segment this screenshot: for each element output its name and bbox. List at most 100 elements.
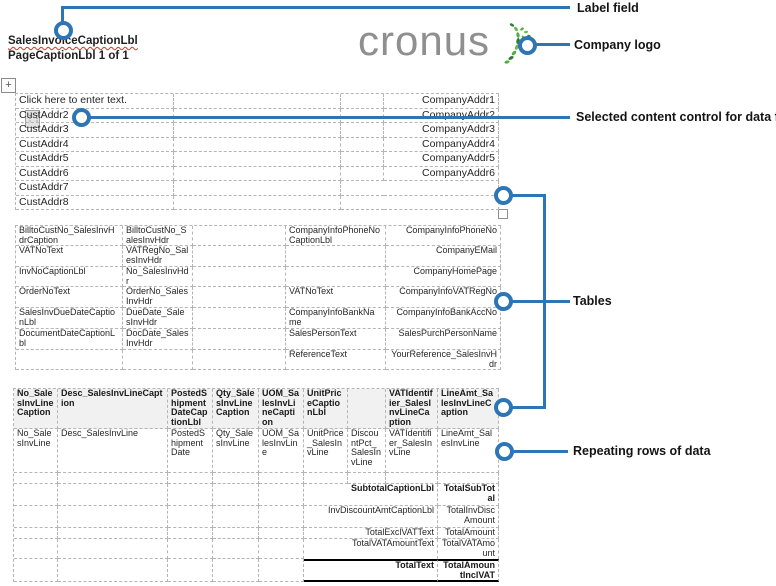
field-cell[interactable] [58,559,168,582]
field-cell[interactable] [174,152,341,167]
sales-invoice-caption-label[interactable]: SalesInvoiceCaptionLbl [8,35,138,47]
column-header-cell[interactable]: PostedShipmentDateCaptionLbl [168,389,213,429]
field-cell[interactable] [341,181,384,196]
field-cell[interactable]: CompanyHomePage [386,267,501,287]
table-move-handle-icon[interactable]: + [1,78,16,93]
field-cell[interactable] [341,108,384,123]
content-control-drag-handle-icon[interactable]: ⋮⋮ [25,110,41,128]
field-cell[interactable]: CompanyInfoBankName [286,308,386,329]
field-cell[interactable] [168,506,213,528]
field-cell[interactable] [14,528,58,539]
column-header-cell[interactable]: UnitPriceCaptionLbl [304,389,348,429]
field-cell[interactable]: CustAddr7 [16,181,174,196]
field-cell[interactable]: CompanyAddr6 [384,166,499,181]
field-cell[interactable] [14,506,58,528]
field-cell[interactable]: CompanyAddr1 [384,94,499,109]
table-resize-handle[interactable] [498,209,508,219]
field-cell[interactable]: CompanyEMail [386,246,501,267]
total-value-cell[interactable]: TotalSubTotal [438,484,499,506]
field-cell[interactable] [341,196,384,210]
total-caption-cell[interactable]: TotalVATAmountText [304,539,438,559]
field-cell[interactable]: CompanyInfoVATRegNo [386,287,501,308]
total-caption-cell[interactable]: TotalExclVATText [304,528,438,539]
field-cell[interactable]: CustAddr8 [16,195,174,210]
field-cell[interactable]: LineAmt_SalesInvLine [438,429,499,473]
field-cell[interactable] [58,484,168,506]
field-cell[interactable] [193,246,286,267]
field-cell[interactable] [213,559,259,582]
field-cell[interactable]: UnitPrice_SalesInvLine [304,429,348,473]
field-cell[interactable]: CompanyAddr3 [384,123,499,138]
field-cell[interactable] [193,350,286,370]
field-cell[interactable] [174,181,341,196]
total-caption-cell[interactable]: TotalText [304,559,438,582]
field-cell[interactable]: CompanyAddr4 [384,137,499,152]
field-cell[interactable] [123,350,193,370]
field-cell[interactable]: OrderNoText [16,287,123,308]
field-cell[interactable]: ReferenceText [286,350,386,370]
field-cell[interactable] [193,308,286,329]
total-value-cell[interactable]: TotalInvDiscAmount [438,506,499,528]
field-cell[interactable] [174,123,341,138]
field-cell[interactable] [386,473,438,484]
field-cell[interactable]: VATNoText [16,246,123,267]
field-cell[interactable] [213,473,259,484]
field-cell[interactable]: VATIdentifier_SalesInvLine [386,429,438,473]
field-cell[interactable] [168,559,213,582]
field-cell[interactable] [348,473,386,484]
field-cell[interactable] [174,94,341,109]
field-cell[interactable]: VATNoText [286,287,386,308]
field-cell[interactable] [341,166,384,181]
field-cell[interactable] [58,528,168,539]
field-cell[interactable] [58,473,168,484]
column-header-cell[interactable]: VATIdentifier_SalesInvLineCaption [386,389,438,429]
total-value-cell[interactable]: TotalAmount [438,528,499,539]
field-cell[interactable]: Desc_SalesInvLine [58,429,168,473]
field-cell[interactable]: YourReference_SalesInvHdr [386,350,501,370]
field-cell[interactable] [213,506,259,528]
field-cell[interactable]: VATRegNo_SalesInvHdr [123,246,193,267]
field-cell[interactable] [174,108,341,123]
field-cell[interactable]: BilltoCustNo_SalesInvHdrCaption [16,226,123,246]
field-cell[interactable] [58,539,168,559]
field-cell[interactable]: OrderNo_SalesInvHdr [123,287,193,308]
field-cell[interactable]: PostedShipmentDate [168,429,213,473]
field-cell[interactable] [213,539,259,559]
field-cell[interactable] [213,484,259,506]
field-cell[interactable] [174,137,341,152]
field-cell[interactable] [341,152,384,167]
field-cell[interactable] [259,528,304,539]
field-cell[interactable] [16,350,123,370]
field-cell[interactable] [304,473,348,484]
field-cell[interactable] [14,539,58,559]
field-cell[interactable]: CustAddr5 [16,152,174,167]
field-cell[interactable]: No_SalesInvLine [14,429,58,473]
field-cell[interactable] [341,123,384,138]
field-cell[interactable] [168,473,213,484]
field-cell[interactable] [193,287,286,308]
column-header-cell[interactable]: No_SalesInvLineCaption [14,389,58,429]
field-cell[interactable] [438,473,499,484]
field-cell[interactable] [174,166,341,181]
column-header-cell[interactable]: Desc_SalesInvLineCaption [58,389,168,429]
field-cell[interactable]: CompanyAddr5 [384,152,499,167]
field-cell[interactable] [58,506,168,528]
field-cell[interactable] [259,473,304,484]
field-cell[interactable]: CustAddr6 [16,166,174,181]
field-cell[interactable] [384,195,499,210]
field-cell[interactable] [14,559,58,582]
total-value-cell[interactable]: TotalAmountInclVAT [438,559,499,582]
field-cell[interactable] [259,539,304,559]
field-cell[interactable]: DocumentDateCaptionLbl [16,329,123,350]
total-caption-cell[interactable]: SubtotalCaptionLbl [304,484,438,506]
total-caption-cell[interactable]: InvDiscountAmtCaptionLbl [304,506,438,528]
field-cell[interactable] [14,473,58,484]
field-cell[interactable] [14,484,58,506]
column-header-cell[interactable]: LineAmt_SalesInvLineCaption [438,389,499,429]
field-cell[interactable] [259,559,304,582]
column-header-cell[interactable]: UOM_SalesInvLineCaption [259,389,304,429]
field-cell[interactable]: UOM_SalesInvLine [259,429,304,473]
field-cell[interactable] [213,528,259,539]
total-value-cell[interactable]: TotalVATAmount [438,539,499,559]
field-cell[interactable] [168,528,213,539]
